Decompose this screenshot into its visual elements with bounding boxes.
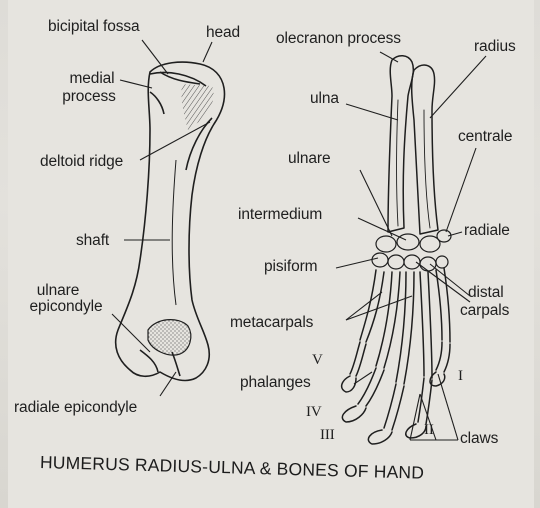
forelimb-leader-lines [336, 52, 486, 440]
digit-V [342, 270, 384, 392]
label-medial-process-2: process [54, 88, 124, 105]
label-ulna: ulna [310, 90, 339, 107]
digit-I [430, 268, 450, 386]
label-deltoid-ridge: deltoid ridge [40, 153, 123, 170]
label-radius: radius [474, 38, 516, 55]
ulna-shaft-line [397, 100, 399, 226]
ulna-bone [388, 56, 413, 232]
epicondyle-left [140, 350, 158, 372]
label-distal-carpals-1: distal [468, 284, 504, 301]
label-ulnare: ulnare [288, 150, 331, 167]
carpal-bones [372, 230, 451, 271]
label-ulnare-epicondyle-1: ulnare [18, 282, 98, 299]
forelimb-drawing [342, 56, 451, 444]
label-radiale-epicondyle: radiale epicondyle [14, 399, 137, 416]
label-radiale: radiale [464, 222, 510, 239]
label-distal-carpals-2: carpals [460, 302, 509, 319]
label-head: head [206, 24, 240, 41]
stippled-epicondyle [148, 320, 191, 355]
label-centrale: centrale [458, 128, 512, 145]
humerus-drawing [116, 62, 225, 380]
label-claws: claws [460, 430, 498, 447]
label-digit-I: I [458, 368, 463, 385]
label-phalanges: phalanges [240, 374, 311, 391]
label-olecranon-process: olecranon process [276, 30, 401, 47]
label-ulnare-epicondyle-2: epicondyle [18, 298, 114, 315]
label-digit-IV: IV [306, 404, 322, 421]
label-pisiform: pisiform [264, 258, 317, 275]
label-bicipital-fossa: bicipital fossa [48, 18, 140, 35]
medial-process-line [150, 92, 164, 114]
label-medial-process-1: medial [60, 70, 124, 87]
label-intermedium: intermedium [238, 206, 322, 223]
label-digit-II: II [424, 422, 434, 439]
label-shaft: shaft [76, 232, 109, 249]
label-metacarpals: metacarpals [230, 314, 313, 331]
radius-shaft-line [424, 110, 430, 228]
label-digit-III: III [320, 427, 335, 444]
shaft-line [172, 160, 176, 305]
label-digit-V: V [312, 352, 323, 369]
